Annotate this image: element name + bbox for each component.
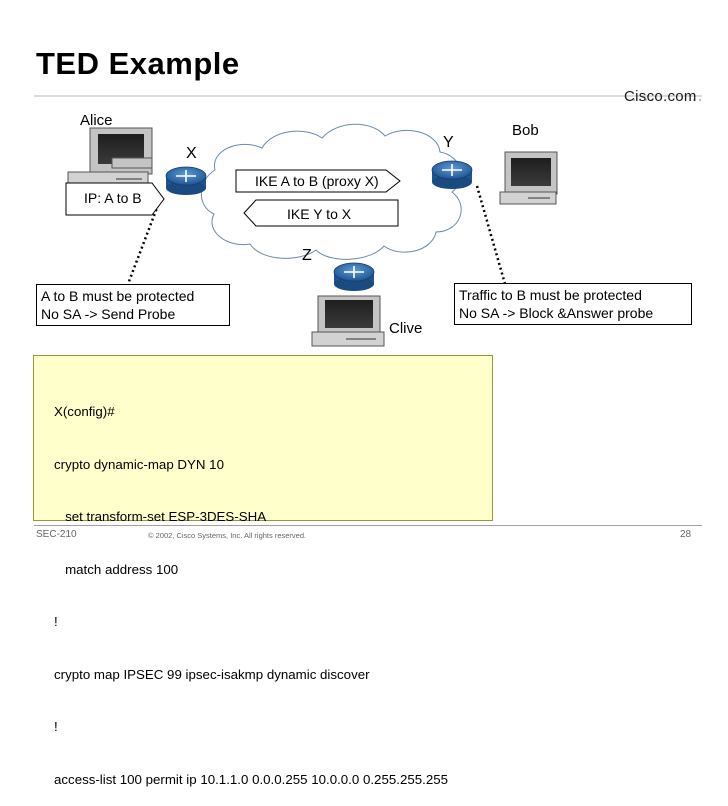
router-x-icon	[165, 166, 207, 195]
note-left: A to B must be protected No SA -> Send P…	[36, 284, 230, 326]
config-line: !	[54, 614, 58, 629]
config-line: X(config)#	[54, 404, 115, 419]
host-bob-icon	[499, 151, 558, 205]
ike-reply-label: IKE Y to X	[287, 206, 352, 222]
config-box	[33, 355, 493, 521]
note-right: Traffic to B must be protected No SA -> …	[454, 283, 692, 325]
ike-forward-label: IKE A to B (proxy X)	[255, 173, 379, 189]
host-bob-label: Bob	[512, 122, 539, 139]
router-z-icon	[333, 262, 375, 291]
note-right-line-1: Traffic to B must be protected	[459, 287, 642, 303]
footer-copyright: © 2002, Cisco Systems, Inc. All rights r…	[148, 531, 307, 540]
host-alice-label: Alice	[80, 112, 113, 129]
config-line: access-list 100 permit ip 10.1.1.0 0.0.0…	[54, 771, 449, 787]
note-left-line-2: No SA -> Send Probe	[41, 306, 176, 322]
ike-forward-arrow-shape	[235, 169, 401, 193]
config-line: crypto dynamic-map DYN 10	[54, 456, 224, 472]
config-line: crypto map IPSEC 99 ipsec-isakmp dynamic…	[54, 666, 370, 682]
network-diagram	[65, 123, 558, 347]
note-left-line-1: A to B must be protected	[41, 288, 195, 304]
router-z-label: Z	[302, 247, 312, 264]
title-underline	[34, 95, 702, 102]
ip-arrow-label: IP: A to B	[84, 190, 142, 206]
slide-title: TED Example	[36, 46, 240, 81]
host-clive-label: Clive	[389, 320, 423, 337]
config-line: set transform-set ESP-3DES-SHA	[54, 509, 267, 524]
footer-divider	[34, 525, 702, 526]
cisco-logo: Cisco.com	[624, 88, 697, 105]
footer-page-number: 28	[680, 529, 692, 540]
config-line: match address 100	[54, 561, 179, 577]
leader-right	[475, 185, 507, 285]
router-y-label: Y	[443, 134, 454, 151]
note-right-line-2: No SA -> Block &Answer probe	[459, 305, 654, 321]
footer-session-id: SEC-210	[36, 529, 77, 540]
router-x-label: X	[186, 145, 197, 162]
host-alice-icon	[67, 127, 153, 187]
ike-reply-arrow-shape	[243, 199, 399, 227]
ip-arrow-shape	[65, 182, 165, 216]
config-line: !	[54, 719, 58, 734]
host-clive-icon	[311, 295, 385, 347]
router-y-icon	[431, 160, 473, 189]
config-listing: X(config)# crypto dynamic-map DYN 10 set…	[54, 368, 448, 806]
